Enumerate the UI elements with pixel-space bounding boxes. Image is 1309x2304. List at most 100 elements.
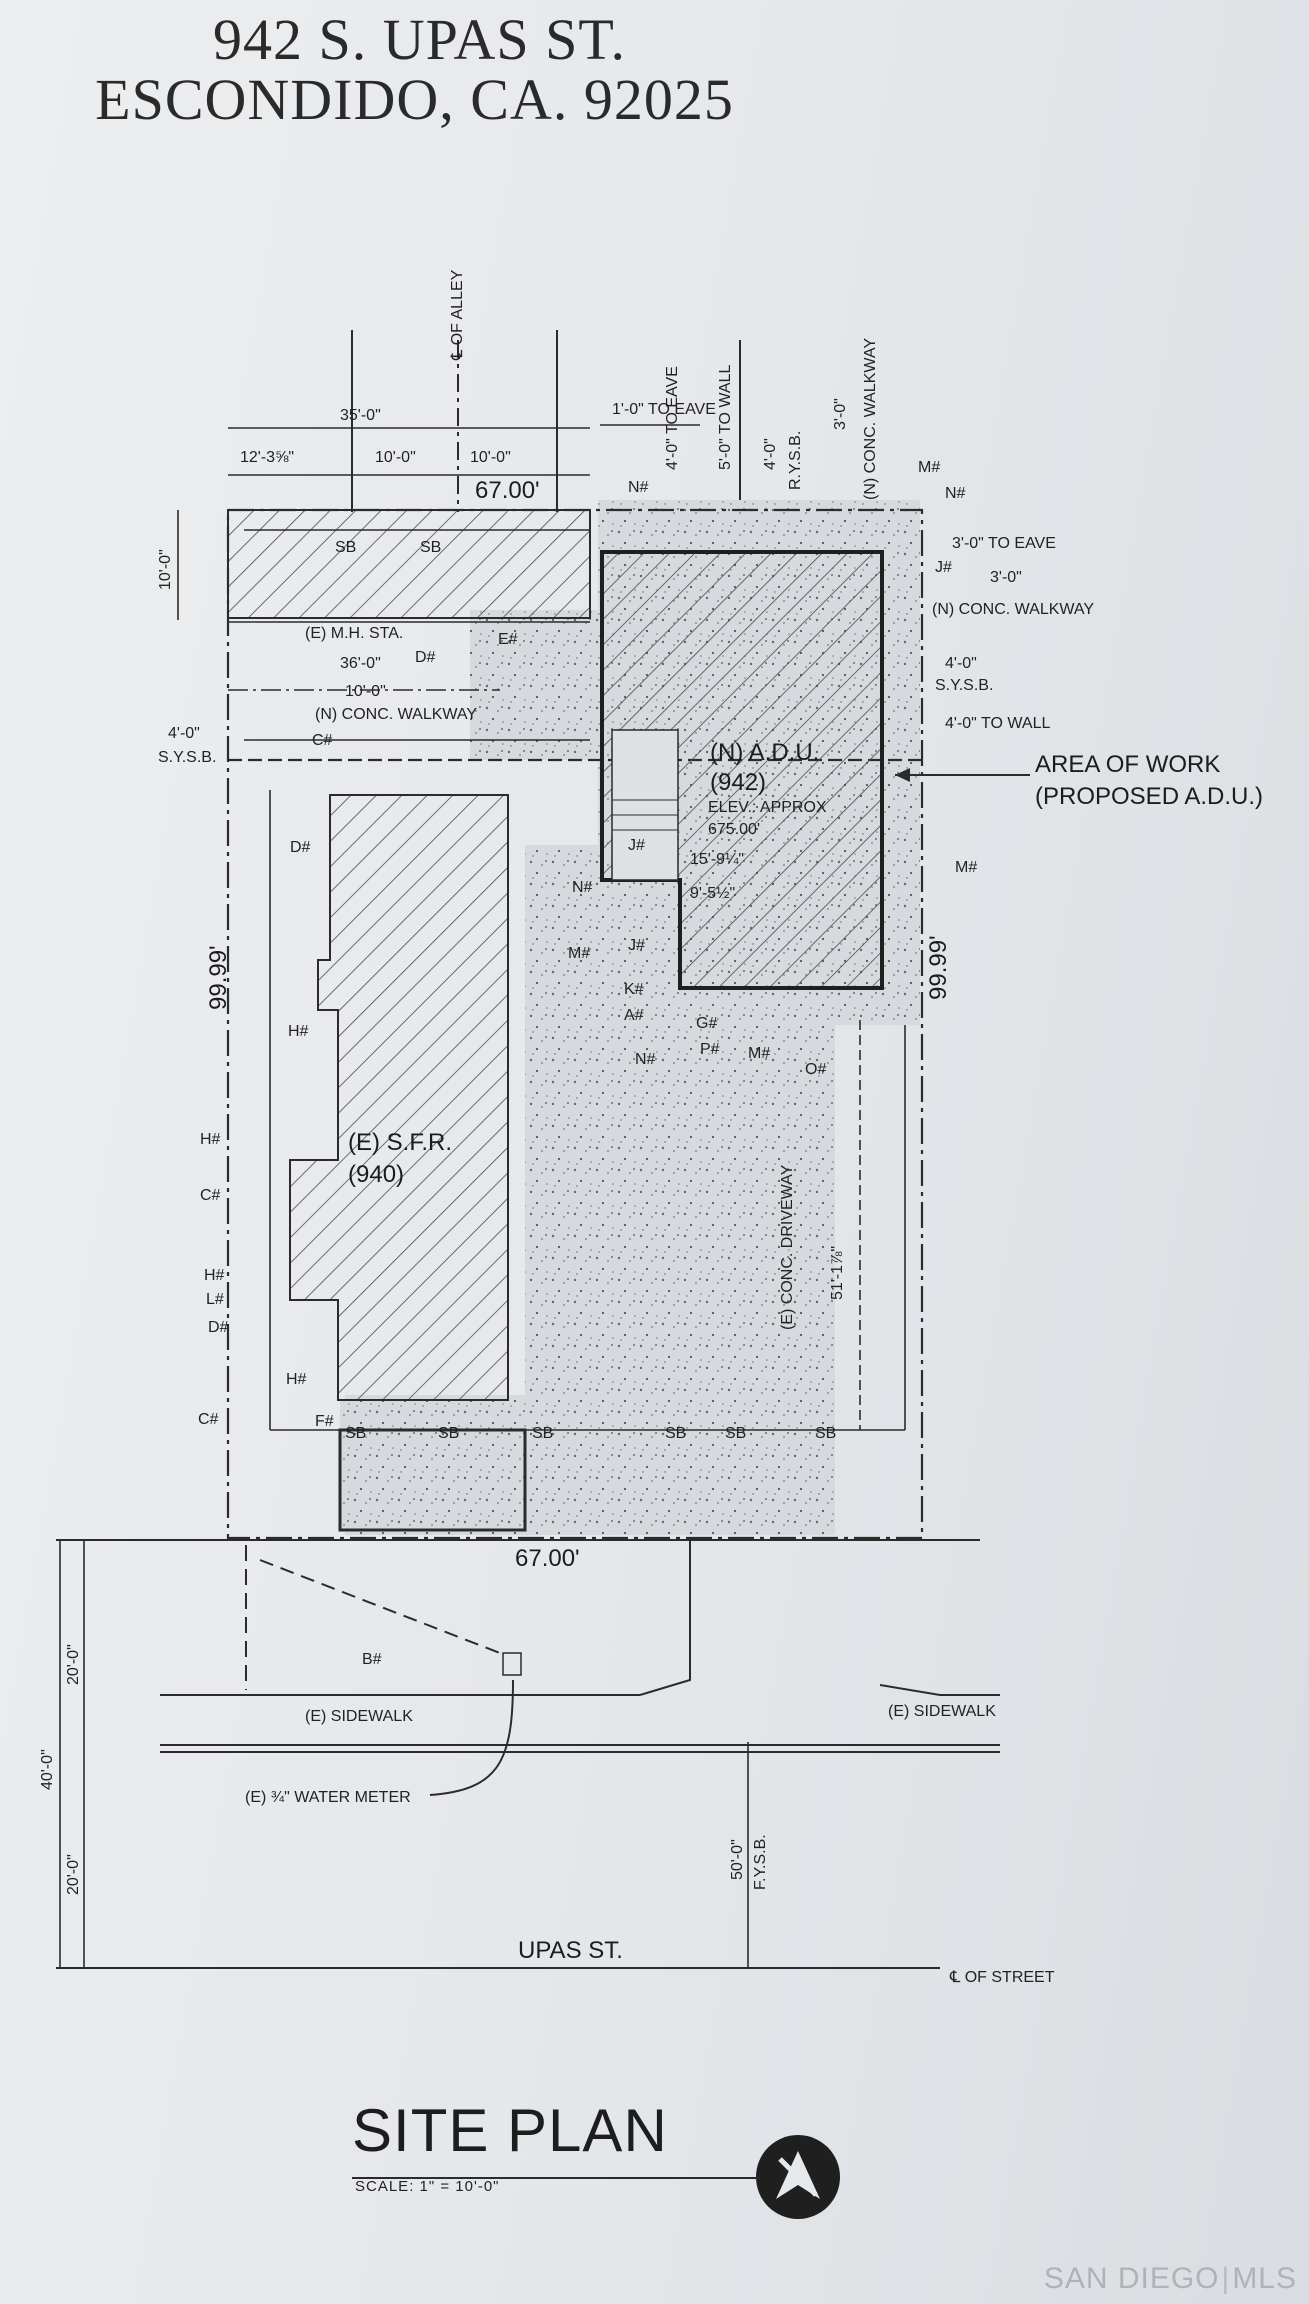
sb-label-7: SB [420,539,441,556]
dim-20b: 20'-0" [65,1854,82,1895]
dim-40: 40'-0" [39,1749,56,1790]
scale-label: SCALE: 1" = 10'-0" [355,2178,500,2195]
key-k-1: K# [624,981,644,998]
sb-label-6: SB [815,1425,836,1442]
dim-4-sysb-left: 4'-0" [168,725,200,742]
key-c-2: C# [200,1187,221,1204]
site-plan-title: SITE PLAN [352,2097,668,2164]
dim-15: 15'-9¼" [690,851,744,868]
lot-width-bottom: 67.00' [515,1545,580,1572]
rysb-label: R.Y.S.B. [787,431,804,490]
watermark-separator: | [1221,2262,1231,2295]
fysb-label: F.Y.S.B. [752,1834,769,1890]
rear-utility-strip [227,509,591,619]
dim-10-left: 10'-0" [157,549,174,590]
sb-label-8: SB [335,539,356,556]
dim-4-rysb: 4'-0" [762,438,779,470]
setback-lines [228,529,906,1532]
key-f-1: F# [315,1413,334,1430]
key-m-2: M# [955,859,977,876]
key-e-1: E# [498,631,518,648]
key-c-1: C# [312,732,333,749]
sb-label-4: SB [665,1425,686,1442]
key-j-2: J# [628,837,645,854]
dim-36: 36'-0" [340,655,381,672]
dim-10a: 10'-0" [375,449,416,466]
dim-4-sysb-right: 4'-0" [945,655,977,672]
water-meter-label: (E) ¾" WATER METER [245,1789,411,1806]
sb-label-5: SB [725,1425,746,1442]
lot-depth-left: 99.99' [205,945,232,1010]
alley-lines [351,330,741,512]
key-b-1: B# [362,1651,382,1668]
key-n-4: N# [635,1051,656,1068]
dim-5-wall: 5'-0" TO WALL [717,365,734,470]
sb-label-3: SB [532,1425,553,1442]
sfr-name: (E) S.F.R. [348,1129,452,1156]
conc-walkway-left: (N) CONC. WALKWAY [315,706,477,723]
sidewalk-right: (E) SIDEWALK [888,1703,996,1720]
dim-10b: 10'-0" [470,449,511,466]
sidewalk-left: (E) SIDEWALK [305,1708,413,1725]
sb-label-1: SB [345,1425,366,1442]
sfr-number: (940) [348,1161,404,1188]
key-j-1: J# [935,559,952,576]
address-line-2: ESCONDIDO, CA. 92025 [95,67,734,132]
sb-label-2: SB [438,1425,459,1442]
adu-number: (942) [710,769,766,796]
adu-building [600,550,884,990]
watermark-left: SAN DIEGO [1043,2262,1220,2295]
key-h-1: H# [288,1023,309,1040]
north-arrow-icon [756,2135,840,2219]
dim-20a: 20'-0" [65,1644,82,1685]
conc-walkway-top: (N) CONC. WALKWAY [862,338,879,500]
key-a-1: A# [624,1007,644,1024]
lot-width-top: 67.00' [475,477,540,504]
address-line-1: 942 S. UPAS ST. [212,7,627,72]
conc-walkway-right: (N) CONC. WALKWAY [932,601,1094,618]
key-h-2: H# [200,1131,221,1148]
dim-3-right: 3'-0" [990,569,1022,586]
dim-1-eave: 1'-0" TO EAVE [612,401,716,418]
dim-3-eave-right: 3'-0" TO EAVE [952,535,1056,552]
key-n-3: N# [572,879,593,896]
key-g-1: G# [696,1015,717,1032]
dim-3-walkway: 3'-0" [832,398,849,430]
adu-elev-2: 675.00' [708,821,760,838]
key-c-3: C# [198,1411,219,1428]
dim-4-eave: 4'-0" TO EAVE [664,366,681,470]
alley-label: ℄ OF ALLEY [449,269,466,361]
key-m-3: M# [568,945,590,962]
street-name: UPAS ST. [518,1937,623,1964]
watermark-right: MLS [1232,2262,1297,2295]
dim-50: 50'-0" [729,1839,746,1880]
key-n-2: N# [945,485,966,502]
dim-35: 35'-0" [340,407,381,424]
key-h-3: H# [204,1267,225,1284]
key-d-3: D# [208,1319,229,1336]
sfr-building [289,794,509,1401]
dim-10-walk: 10'-0" [345,683,386,700]
street-lines [56,1539,1000,1969]
mh-sta-label: (E) M.H. STA. [305,625,403,642]
dim-51: 51'-1⅞" [829,1246,846,1300]
dimension-lines [59,424,749,1968]
street-centerline: ℄ OF STREET [949,1969,1055,1986]
key-o-1: O# [805,1061,826,1078]
sysb-left: S.Y.S.B. [158,749,216,766]
adu-name: (N) A.D.U. [710,739,819,766]
key-h-4: H# [286,1371,307,1388]
dim-12: 12'-3⅝" [240,449,294,466]
lot-depth-right: 99.99' [925,935,952,1000]
sysb-right: S.Y.S.B. [935,677,993,694]
area-of-work-1: AREA OF WORK [1035,751,1220,778]
key-m-1: M# [918,459,940,476]
dim-9: 9'-5½" [690,885,735,902]
key-n-1: N# [628,479,649,496]
key-d-2: D# [290,839,311,856]
key-d-1: D# [415,649,436,666]
key-l-1: L# [206,1291,224,1308]
adu-elev-1: ELEV.: APPROX [708,799,827,816]
key-p-1: P# [700,1041,720,1058]
